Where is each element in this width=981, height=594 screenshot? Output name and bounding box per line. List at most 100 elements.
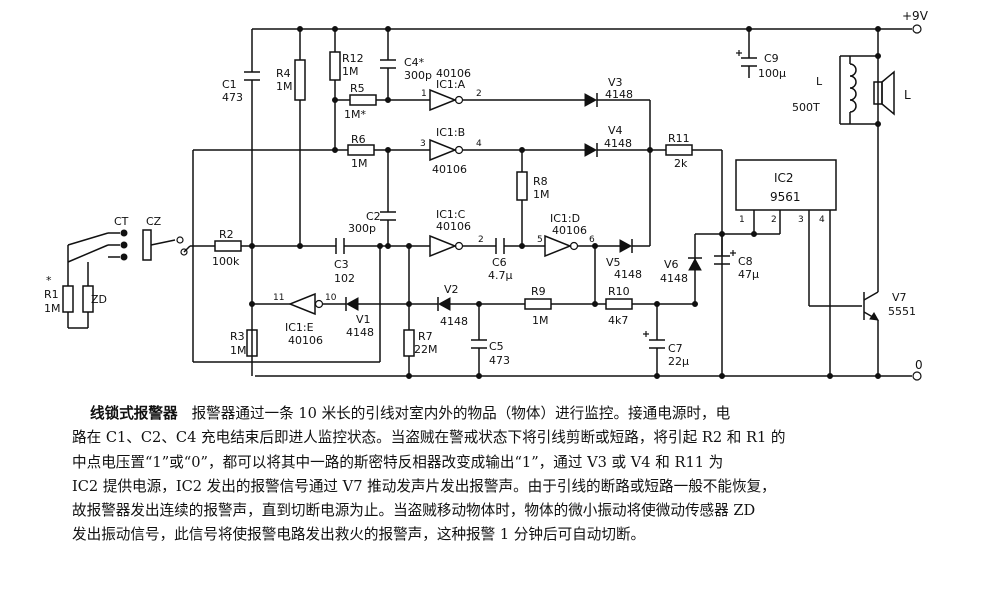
ic1e-value: 40106	[288, 334, 323, 347]
resistor-r12: R12 1M	[329, 51, 364, 81]
ic2-chip: IC2 9561	[735, 159, 837, 211]
v3-label: V3	[608, 76, 623, 89]
inverter-ic1d: IC1:D 40106 5 6	[537, 212, 595, 258]
c6-value: 4.7μ	[488, 269, 513, 282]
ic1d-pin-in: 5	[537, 235, 543, 245]
ic2-pin1: 1	[739, 215, 745, 225]
ic1a-label: IC1:A	[436, 78, 466, 91]
resistor-r9: R9 1M	[524, 285, 552, 327]
inverter-ic1e: IC1:E 40106 11 10	[273, 292, 337, 347]
ic2-pin2: 2	[771, 215, 777, 225]
caption-line-5: 故报警器发出连续的报警声，直到切断电源为止。当盗贼移动物体时，物体的微小振动将使…	[72, 502, 756, 520]
r11-value: 2k	[674, 157, 688, 170]
capacitor-c2: C2 300p	[348, 210, 396, 235]
inverter-ic1a: IC1:A 40106 1 2	[421, 67, 482, 112]
resistor-r4: R4 1M	[276, 59, 306, 101]
capacitor-c8: C8 47μ	[714, 250, 759, 281]
speaker-icon: L	[873, 70, 911, 116]
ic1c-pin-out: 2	[478, 235, 484, 245]
r11-label: R11	[668, 132, 690, 145]
capacitor-c3: C3 102	[334, 238, 355, 285]
c5-label: C5	[489, 340, 504, 353]
r4-value: 1M	[276, 80, 293, 93]
diode-v5: V5 4148	[606, 239, 642, 281]
diode-v4: V4 4148	[584, 124, 632, 157]
transistor-v7: V7 5551	[863, 291, 916, 321]
ic2-pin4: 4	[819, 215, 825, 225]
r8-value: 1M	[533, 188, 550, 201]
ic1d-pin-out: 6	[589, 235, 595, 245]
caption: 线锁式报警器报警器通过一条 10 米长的引线对室内外的物品（物体）进行监控。接通…	[72, 402, 972, 548]
ic1b-pin-in: 3	[420, 139, 426, 149]
caption-text-1: 报警器通过一条 10 米长的引线对室内外的物品（物体）进行监控。接通电源时，电	[191, 405, 731, 422]
r5-label: R5	[350, 82, 365, 95]
caption-title: 线锁式报警器	[90, 405, 178, 422]
r8-label: R8	[533, 175, 548, 188]
ic1c-value: 40106	[436, 220, 471, 233]
c2-label: C2	[366, 210, 381, 223]
r10-label: R10	[608, 285, 630, 298]
resistor-r5: R5 1M*	[344, 82, 377, 121]
diode-v1: V1 4148	[345, 297, 374, 339]
v5-label: V5	[606, 256, 621, 269]
r5-value: 1M*	[344, 108, 366, 121]
v1-label: V1	[356, 313, 371, 326]
resistor-r10: R10 4k7	[605, 285, 633, 327]
r12-label: R12	[342, 52, 364, 65]
r6-label: R6	[351, 133, 366, 146]
circuit-schematic: +9V 0 C1 473 R4 1M R12 1M C4* 300p	[44, 9, 929, 381]
c2-value: 300p	[348, 222, 376, 235]
c7-label: C7	[668, 342, 683, 355]
ic2-label: IC2	[774, 171, 794, 185]
ic1a-pin-in: 1	[421, 89, 427, 99]
capacitor-c6: C6 4.7μ	[488, 238, 513, 282]
ic2-pin3: 3	[798, 215, 804, 225]
r4-label: R4	[276, 67, 291, 80]
r1-value: 1M	[44, 302, 61, 315]
r9-value: 1M	[532, 314, 549, 327]
c1-value: 473	[222, 91, 243, 104]
c4-label: C4*	[404, 56, 425, 69]
ic1b-value: 40106	[432, 163, 467, 176]
v7-label: V7	[892, 291, 907, 304]
r1-label: R1	[44, 288, 59, 301]
v2-label: V2	[444, 283, 459, 296]
inverter-ic1c: IC1:C 40106 2	[429, 208, 484, 258]
diode-v3: V3 4148	[584, 76, 633, 107]
gnd-label: 0	[915, 358, 923, 372]
r7-label: R7	[418, 330, 433, 343]
v6-value: 4148	[660, 272, 688, 285]
v1-value: 4148	[346, 326, 374, 339]
caption-line-6: 发出振动信号，此信号将使报警电路发出救火的报警声，这种报警 1 分钟后可自动切断…	[72, 526, 646, 544]
ic1d-label: IC1:D	[550, 212, 580, 225]
junction-dots	[249, 26, 881, 379]
caption-line-4: IC2 提供电源，IC2 发出的报警信号通过 V7 推动发声片发出报警声。由于引…	[72, 477, 776, 495]
resistor-r11: R11 2k	[665, 132, 693, 170]
c9-value: 100μ	[758, 67, 786, 80]
ic1a-pin-out: 2	[476, 89, 482, 99]
v7-value: 5551	[888, 305, 916, 318]
resistor-r1: * R1 1M	[44, 274, 74, 315]
ic1c-label: IC1:C	[436, 208, 466, 221]
r6-value: 1M	[351, 157, 368, 170]
sensor-zd: ZD	[82, 285, 107, 313]
ic1a-value: 40106	[436, 67, 471, 80]
r10-value: 4k7	[608, 314, 628, 327]
c8-value: 47μ	[738, 268, 759, 281]
connector-cz: CZ	[142, 215, 191, 261]
ic2-value: 9561	[770, 190, 801, 204]
l-label: L	[816, 75, 823, 88]
c6-label: C6	[492, 256, 507, 269]
l-value: 500T	[792, 101, 820, 114]
vcc-label: +9V	[902, 9, 929, 23]
caption-line-3: 中点电压置“1”或“0”，都可以将其中一路的斯密特反相器改变成输出“1”，通过 …	[72, 453, 724, 471]
capacitor-c5: C5 473	[471, 339, 510, 367]
inverter-ic1b: IC1:B 40106 3 4	[420, 126, 482, 176]
resistor-r3: R3 1M	[230, 329, 258, 357]
c4-value: 300p	[404, 69, 432, 82]
ic1e-label: IC1:E	[285, 321, 314, 334]
ic1e-pin-out: 10	[325, 293, 337, 303]
v5-value: 4148	[614, 268, 642, 281]
resistor-r2: R2 100k	[212, 228, 242, 268]
diode-v2: V2 4148	[437, 283, 468, 328]
